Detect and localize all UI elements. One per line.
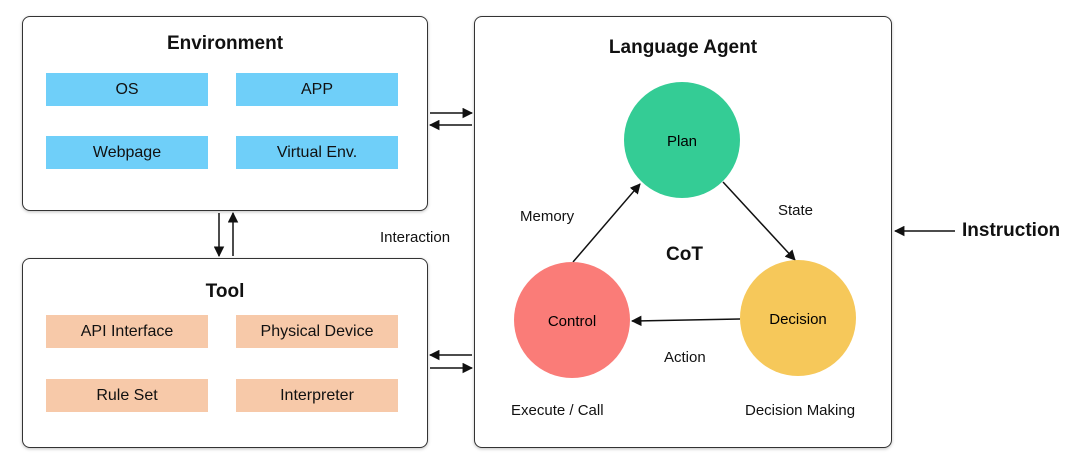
plan-circle bbox=[624, 82, 740, 198]
control-label: Control bbox=[548, 313, 596, 330]
instruction-label: Instruction bbox=[962, 220, 1061, 241]
plan-to-decision-arrow bbox=[722, 181, 796, 261]
tool-chip-interpreter: Interpreter bbox=[236, 379, 398, 412]
env-chip-virtual-env: Virtual Env. bbox=[236, 136, 398, 169]
env-chip-os: OS bbox=[46, 73, 208, 106]
control-node: Control bbox=[514, 262, 630, 378]
tool-panel: Tool API Interface Physical Device Rule … bbox=[22, 258, 428, 448]
plan-label: Plan bbox=[667, 133, 697, 150]
execute-call-caption: Execute / Call bbox=[511, 402, 604, 419]
decision-making-caption: Decision Making bbox=[745, 402, 856, 419]
decision-to-control-arrow bbox=[630, 315, 741, 327]
tool-chip-physical-device: Physical Device bbox=[236, 315, 398, 348]
action-label: Action bbox=[664, 349, 706, 366]
env-chip-app: APP bbox=[236, 73, 398, 106]
env-chip-webpage: Webpage bbox=[46, 136, 208, 169]
tool-title: Tool bbox=[205, 281, 245, 302]
decision-node: Decision bbox=[740, 260, 856, 376]
cot-label: CoT bbox=[666, 244, 703, 265]
language-agent-title: Language Agent bbox=[608, 37, 758, 58]
state-label: State bbox=[778, 202, 814, 219]
environment-panel: Environment OS APP Webpage Virtual Env. bbox=[22, 16, 428, 211]
control-to-plan-arrow bbox=[572, 183, 641, 263]
tool-chip-rule-set: Rule Set bbox=[46, 379, 208, 412]
control-circle bbox=[514, 262, 630, 378]
interaction-label: Interaction bbox=[380, 229, 451, 246]
memory-label: Memory bbox=[520, 208, 575, 225]
tool-chip-api-interface: API Interface bbox=[46, 315, 208, 348]
decision-circle bbox=[740, 260, 856, 376]
plan-node: Plan bbox=[624, 82, 740, 198]
environment-title: Environment bbox=[166, 33, 284, 54]
decision-label: Decision bbox=[769, 311, 827, 328]
